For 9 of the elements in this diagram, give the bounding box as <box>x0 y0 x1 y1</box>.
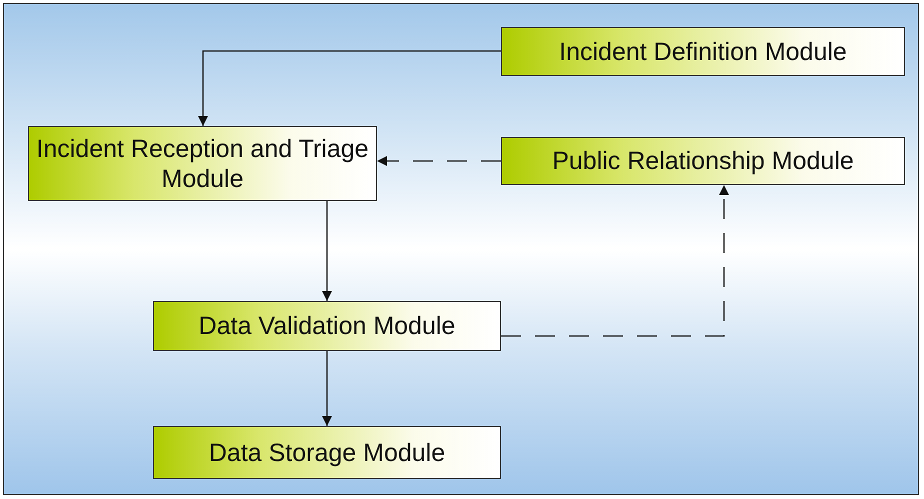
module-box: Data Storage Module <box>153 426 501 479</box>
module-box: Public Relationship Module <box>501 137 905 185</box>
arrow <box>198 50 501 126</box>
arrow <box>322 201 332 301</box>
arrow <box>322 351 332 426</box>
module-box: Data Validation Module <box>153 301 501 351</box>
module-box: Incident Definition Module <box>501 27 905 76</box>
arrow <box>377 156 501 166</box>
module-box: Incident Reception and Triage Module <box>28 126 377 201</box>
